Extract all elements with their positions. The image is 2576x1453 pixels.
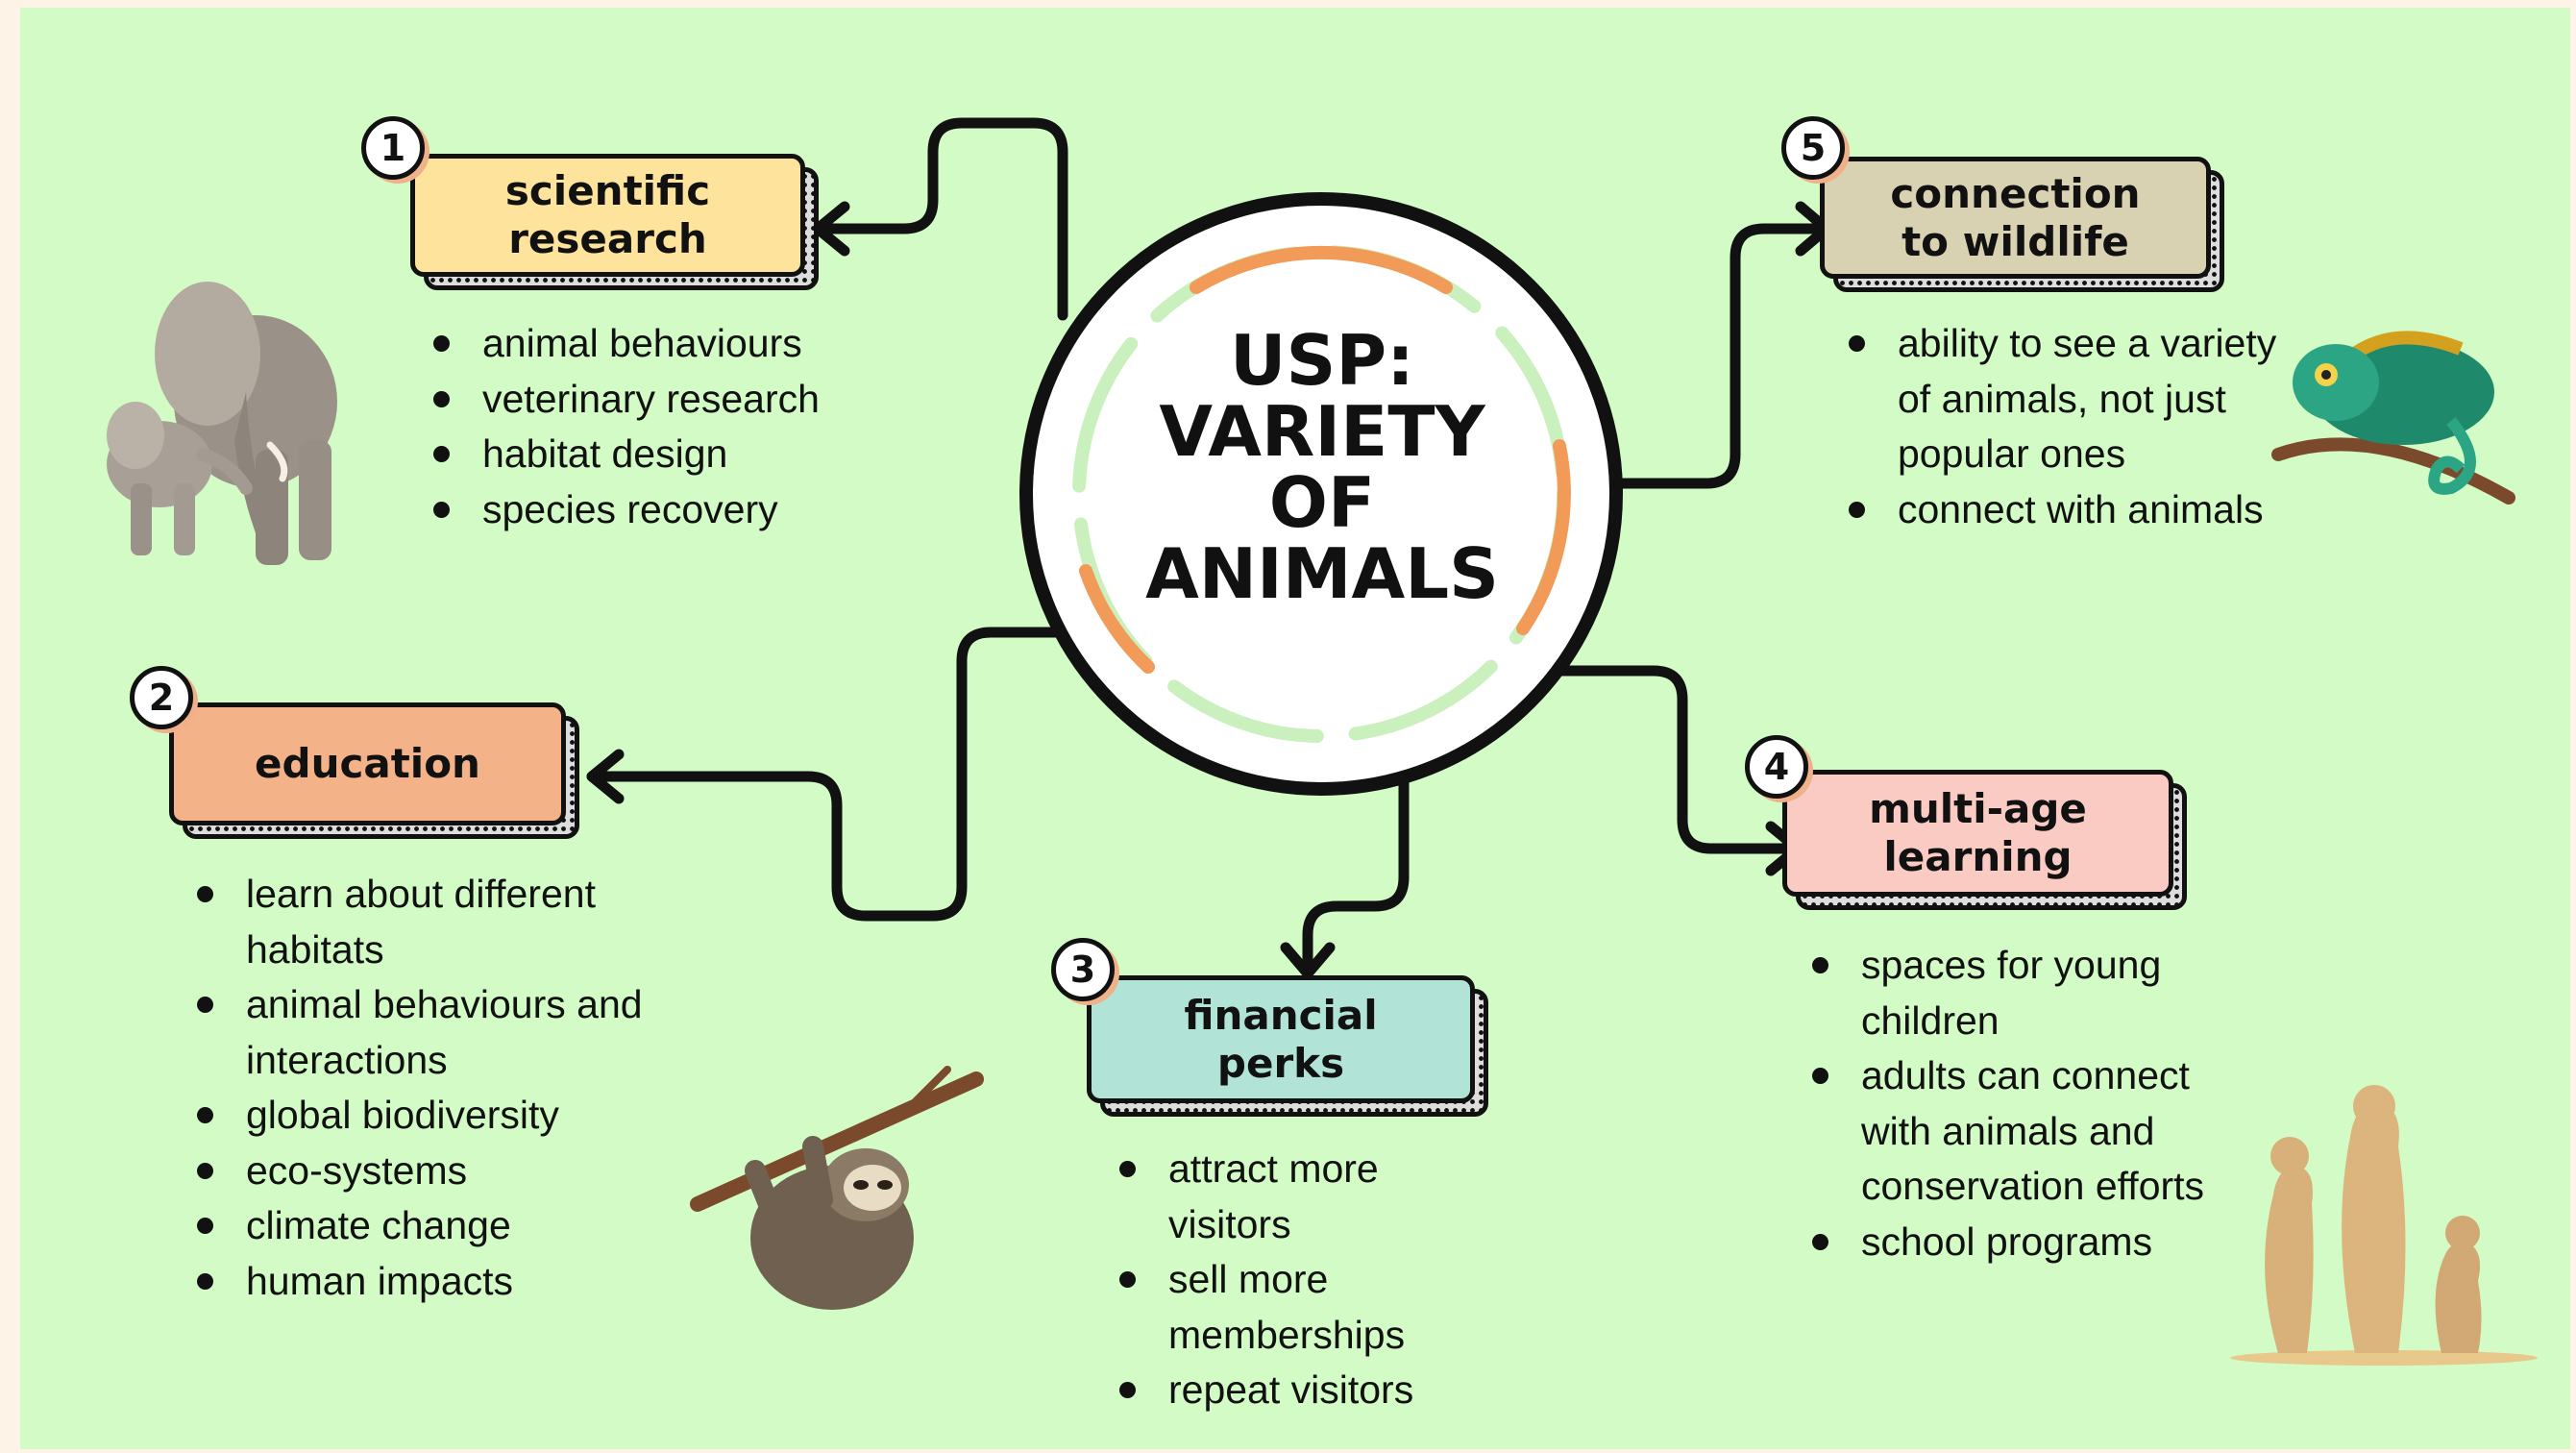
node-title-line: learning bbox=[1883, 833, 2073, 880]
node-title: education bbox=[169, 702, 566, 825]
list-item: attract more visitors bbox=[1119, 1142, 1504, 1252]
financial-perks-bullets: attract more visitors sell more membersh… bbox=[1119, 1142, 1504, 1418]
node-number-badge: 5 bbox=[1781, 116, 1845, 180]
list-item: global biodiversity bbox=[197, 1088, 658, 1144]
connector-to-scientific-research bbox=[812, 117, 1068, 321]
node-title: scientific research bbox=[410, 154, 805, 277]
connector-to-multi-age-learning bbox=[1552, 665, 1803, 854]
list-item: school programs bbox=[1812, 1215, 2264, 1270]
list-item: species recovery bbox=[433, 482, 933, 538]
diagram-canvas: USP: VARIETY OF ANIMALS scientific resea… bbox=[20, 8, 2570, 1449]
node-title-line: to wildlife bbox=[1901, 217, 2129, 265]
list-item: sell more memberships bbox=[1119, 1252, 1504, 1363]
multi-age-learning-bullets: spaces for young children adults can con… bbox=[1812, 938, 2264, 1269]
node-connection-to-wildlife: connection to wildlife bbox=[1820, 157, 2224, 292]
node-title: connection to wildlife bbox=[1820, 157, 2211, 279]
list-item: veterinary research bbox=[433, 372, 933, 428]
list-item: learn about different habitats bbox=[197, 867, 658, 977]
node-number-badge: 1 bbox=[361, 116, 425, 180]
connector-to-financial-perks bbox=[1302, 761, 1410, 979]
connector-to-connection-to-wildlife bbox=[1600, 223, 1832, 489]
list-item: eco-systems bbox=[197, 1144, 658, 1199]
node-title-line: perks bbox=[1216, 1039, 1345, 1087]
list-item: climate change bbox=[197, 1198, 658, 1254]
elephant-illustration bbox=[107, 282, 337, 565]
list-item: animal behaviours bbox=[433, 316, 933, 372]
hub-decorative-ring bbox=[1072, 245, 1571, 743]
node-number-badge: 2 bbox=[130, 666, 193, 729]
node-title-line: financial bbox=[1184, 991, 1378, 1039]
list-item: repeat visitors bbox=[1119, 1363, 1504, 1418]
hub-title: USP: VARIETY OF ANIMALS bbox=[1072, 325, 1572, 609]
list-item: habitat design bbox=[433, 427, 933, 482]
hub-title-line: ANIMALS bbox=[1145, 533, 1499, 614]
sloth-illustration bbox=[690, 1066, 984, 1310]
list-item: connect with animals bbox=[1849, 482, 2281, 538]
connector-to-education bbox=[586, 627, 1078, 922]
list-item: animal behaviours and interactions bbox=[197, 977, 658, 1088]
chameleon-illustration bbox=[2271, 331, 2515, 505]
list-item: ability to see a variety of animals, not… bbox=[1849, 316, 2281, 482]
hub-title-line: VARIETY bbox=[1159, 391, 1485, 472]
node-financial-perks: financial perks bbox=[1087, 975, 1488, 1117]
arrowhead-financial-perks bbox=[1280, 942, 1336, 979]
connector-lines bbox=[586, 117, 1832, 979]
arrowhead-education bbox=[586, 749, 625, 804]
education-bullets: learn about different habitats animal be… bbox=[197, 867, 658, 1309]
list-item: human impacts bbox=[197, 1254, 658, 1310]
meerkat-illustration bbox=[2230, 1085, 2538, 1366]
list-item: adults can connect with animals and cons… bbox=[1812, 1048, 2264, 1215]
hub-title-line: OF bbox=[1268, 462, 1376, 543]
hub-title-line: USP: bbox=[1230, 320, 1414, 401]
node-title: financial perks bbox=[1087, 975, 1475, 1103]
node-title: multi-age learning bbox=[1782, 770, 2173, 897]
node-number-badge: 4 bbox=[1745, 735, 1808, 799]
connection-to-wildlife-bullets: ability to see a variety of animals, not… bbox=[1849, 316, 2281, 537]
node-education: education bbox=[169, 702, 579, 839]
node-multi-age-learning: multi-age learning bbox=[1782, 770, 2187, 910]
node-title-line: connection bbox=[1890, 169, 2141, 217]
node-scientific-research: scientific research bbox=[410, 154, 819, 290]
node-title-line: research bbox=[508, 215, 707, 262]
scientific-research-bullets: animal behaviours veterinary research ha… bbox=[433, 316, 933, 537]
list-item: spaces for young children bbox=[1812, 938, 2264, 1048]
node-title-line: scientific bbox=[504, 167, 711, 214]
node-number-badge: 3 bbox=[1051, 938, 1115, 1001]
node-title-line: multi-age bbox=[1869, 785, 2087, 832]
node-title-line: education bbox=[255, 740, 480, 787]
